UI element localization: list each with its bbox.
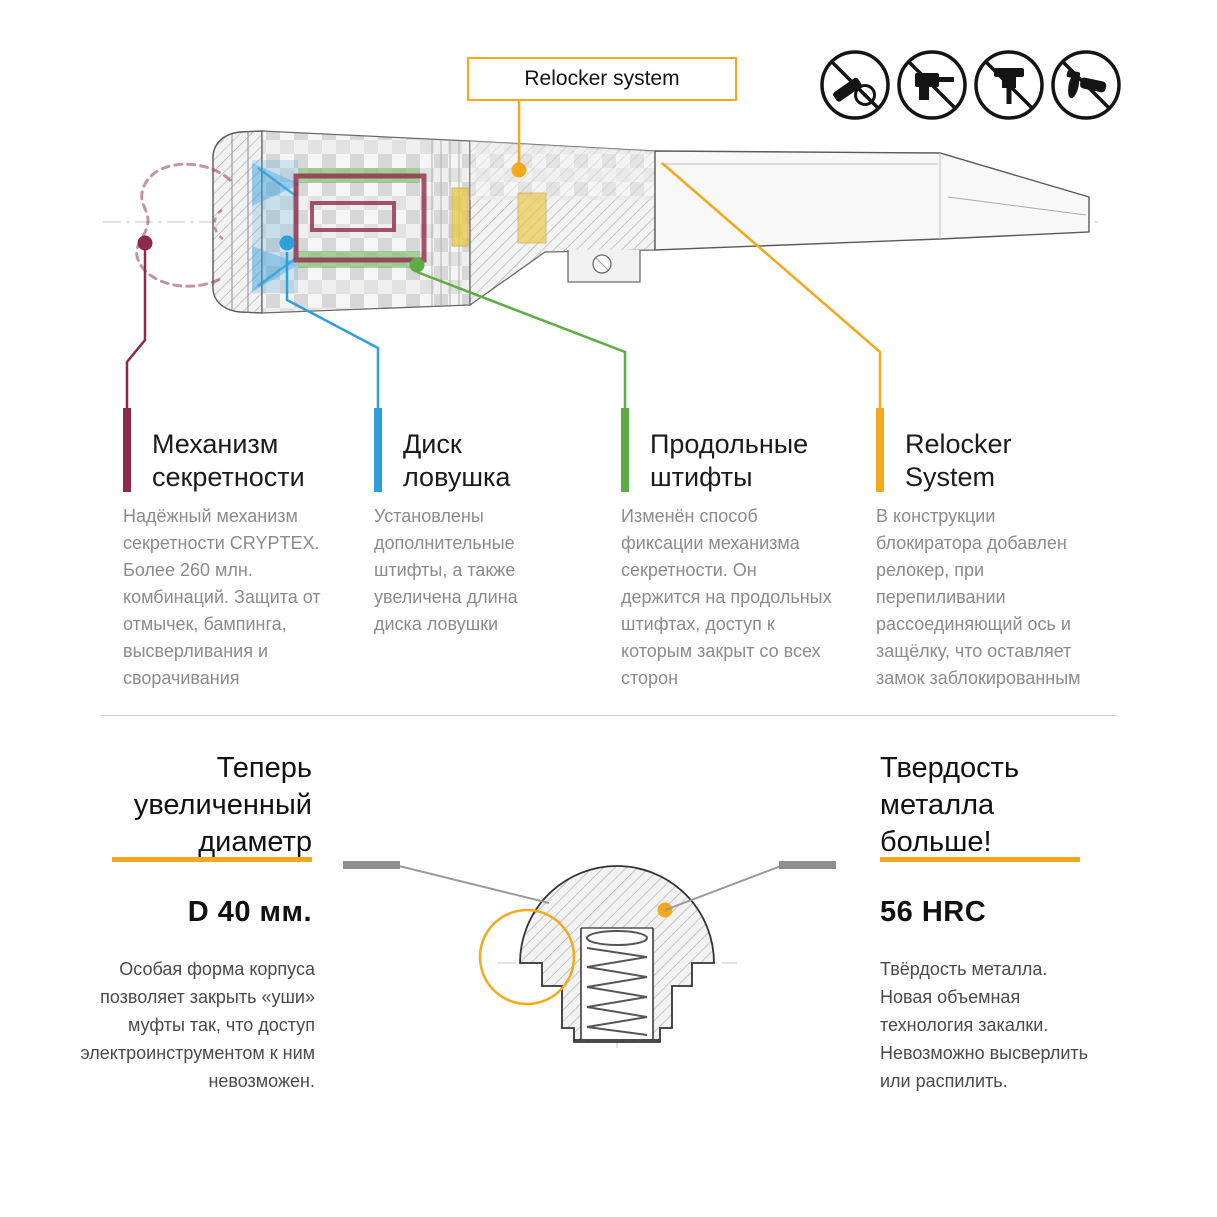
- feature-title-mechanism: Механизм секретности: [152, 429, 305, 492]
- hardness-heading: Твердость металла больше!: [880, 752, 1020, 859]
- secrecy-mechanism-highlight: [293, 173, 427, 263]
- ear-dashed-outline: [135, 162, 232, 288]
- feature-body-mechanism: Надёжный механизм секретности CRYPTEX. Б…: [123, 506, 321, 688]
- no-die-grinder-icon: [820, 50, 890, 120]
- no-power-drill-icon: [897, 50, 967, 120]
- feature-body-relocker: В конструкции блокиратора добавлен релок…: [876, 506, 1081, 688]
- feature-bar-trap-disc: [374, 408, 382, 492]
- no-angle-grinder-icon: [1051, 50, 1121, 120]
- feature-title-trap-disc: Диск ловушка: [403, 429, 511, 492]
- prohibition-icons: [820, 50, 1121, 120]
- diameter-body: Особая форма корпуса позволяет закрыть «…: [80, 959, 316, 1091]
- diameter-value: D 40 мм.: [187, 896, 312, 928]
- hardness-value: 56 HRC: [880, 896, 987, 928]
- lock-cross-section: [103, 130, 1098, 314]
- feature-bar-relocker: [876, 408, 884, 492]
- callout-lines: [125, 101, 882, 408]
- hardness-body: Твёрдость металла. Новая объемная технол…: [880, 959, 1089, 1091]
- feature-bar-pins: [621, 408, 629, 492]
- spring: [586, 947, 648, 1036]
- feature-body-trap-disc: Установлены дополнительные штифты, а так…: [374, 506, 518, 634]
- green-callout-dot: [409, 257, 425, 273]
- leader-bar-left: [343, 861, 400, 869]
- leader-bar-right: [779, 861, 836, 869]
- maroon-callout-dot: [137, 235, 153, 251]
- relocker-parts-highlight: [451, 187, 547, 247]
- relocker-system-callout-box: Relocker system: [467, 57, 737, 101]
- blue-callout-dot: [279, 235, 295, 251]
- diameter-underline: [112, 857, 312, 862]
- no-hammer-drill-icon: [974, 50, 1044, 120]
- hardness-underline: [880, 857, 1080, 862]
- yellow-callout-dot: [511, 162, 527, 178]
- feature-title-pins: Продольные штифты: [650, 429, 809, 492]
- trap-disc-highlight: [252, 160, 300, 293]
- section-divider: [100, 715, 1117, 716]
- spring-top-coil: [586, 930, 648, 946]
- diameter-heading: Теперь увеличенный диаметр: [133, 752, 312, 859]
- highlight-circle: [478, 908, 576, 1006]
- feature-body-pins: Изменён способ фиксации механизма секрет…: [621, 506, 832, 688]
- relocker-system-callout-label: Relocker system: [524, 67, 680, 90]
- feature-bar-mechanism: [123, 408, 131, 492]
- bolt-detail-drawing: [343, 861, 836, 1052]
- feature-title-relocker: Relocker System: [905, 429, 1012, 492]
